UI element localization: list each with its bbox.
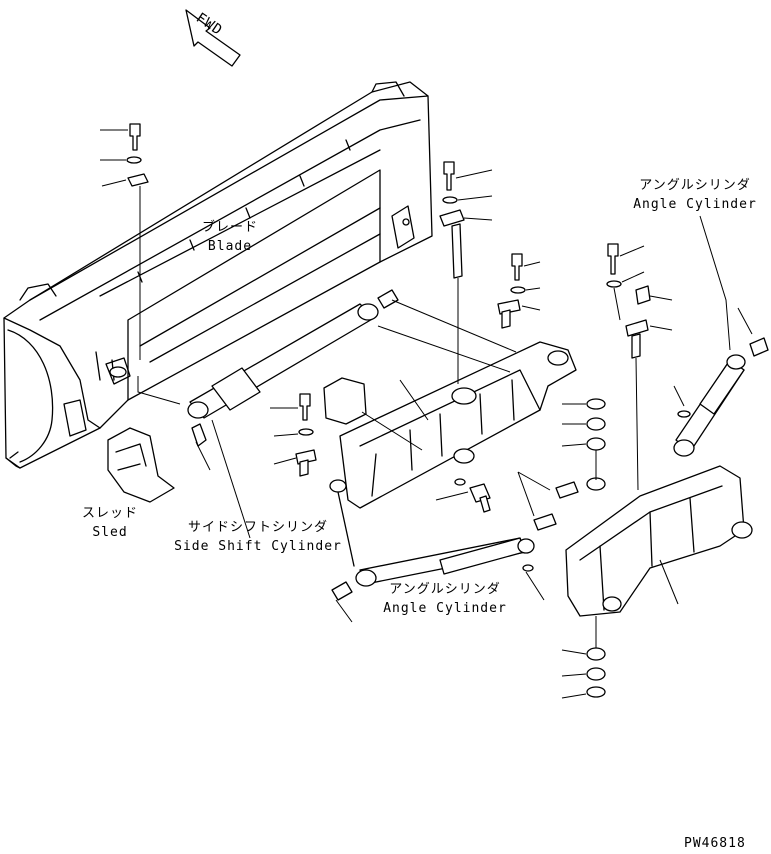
blade-shape — [3, 81, 433, 469]
angle-cylinder-right-shape — [673, 337, 769, 457]
sled-shape — [107, 427, 175, 503]
fwd-arrow-icon — [185, 9, 241, 67]
angle-cylinder-left-label-en: Angle Cylinder — [383, 601, 507, 616]
blade-label-en: Blade — [207, 239, 253, 254]
sled-label-en: Sled — [92, 525, 128, 540]
pivot-bracket-shape — [565, 465, 753, 617]
side-shift-cylinder-label-en: Side Shift Cylinder — [174, 539, 342, 554]
angle-cylinder-right-label-en: Angle Cylinder — [633, 197, 757, 212]
leader-lines — [100, 129, 753, 699]
side-shift-cylinder-shape — [187, 289, 399, 447]
fasteners-group — [126, 123, 691, 698]
angle-cylinder-left-shape — [329, 479, 535, 601]
side-shift-cylinder-label-jp: サイドシフトシリンダ — [187, 520, 328, 535]
angle-cylinder-left-label-jp: アングルシリンダ — [389, 582, 501, 597]
angle-cylinder-right-label-jp: アングルシリンダ — [639, 178, 751, 193]
blade-label-jp: ブレード — [201, 220, 258, 235]
drawing-number: PW46818 — [684, 836, 746, 851]
sled-label-jp: スレッド — [81, 506, 138, 521]
